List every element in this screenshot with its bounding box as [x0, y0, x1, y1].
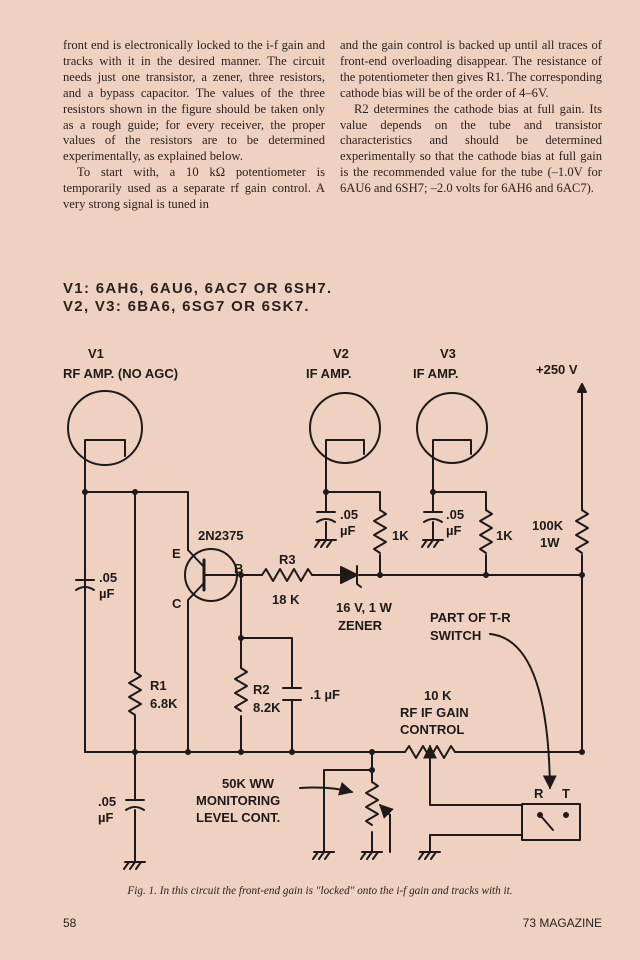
label-monitor-1: 50K WW	[222, 776, 275, 791]
potentiometer-monitor	[365, 781, 379, 826]
wire-emitter-bus	[84, 491, 189, 551]
transistor-leads	[187, 549, 205, 753]
label-switch-r: R	[534, 786, 544, 801]
article-left-column: front end is electronically locked to th…	[63, 38, 325, 213]
label-v2-desc: IF AMP.	[306, 366, 352, 381]
label-transistor: 2N2375	[198, 528, 244, 543]
wire-monitor-ground	[323, 769, 373, 853]
resistor-v3-1k	[479, 509, 493, 554]
resistor-v2-1k	[373, 509, 387, 554]
label-v1-desc: RF AMP. (NO AGC)	[63, 366, 178, 381]
label-r-supply-value: 100K	[532, 518, 564, 533]
right-paragraph-1: and the gain control is backed up until …	[340, 38, 602, 100]
tube-v1-cathode	[84, 439, 126, 457]
right-paragraph-2: R2 determines the cathode bias at full g…	[340, 101, 602, 196]
zener-diode-bar	[356, 565, 362, 588]
article-right-column: and the gain control is backed up until …	[340, 38, 602, 197]
tube-note-v1: V1: 6AH6, 6AU6, 6AC7 OR 6SH7.	[63, 280, 333, 297]
wire-gain-to-switch	[429, 771, 523, 806]
label-c-left-unit: µF	[99, 586, 114, 601]
tube-v2-envelope	[309, 392, 381, 464]
zener-diode-body	[340, 566, 358, 584]
capacitor-v2	[316, 491, 336, 541]
tr-switch-arrow	[489, 633, 557, 790]
supply-arrow	[577, 383, 587, 393]
label-c-bottom-value: .05	[98, 794, 116, 809]
monitor-wiper	[379, 804, 394, 819]
magazine-name: 73 MAGAZINE	[522, 916, 602, 930]
monitor-arrow	[299, 781, 354, 796]
label-c-bottom-unit: µF	[98, 810, 113, 825]
label-tr-switch-1: PART OF T-R	[430, 610, 511, 625]
ground-c-bottom	[123, 849, 146, 870]
tube-v2-cathode	[325, 439, 365, 455]
label-r2-name: R2	[253, 682, 270, 697]
label-v3-name: V3	[440, 346, 456, 361]
label-c-bypass: .1 µF	[310, 687, 340, 702]
label-switch-t: T	[562, 786, 570, 801]
tube-v3-cathode	[432, 439, 472, 455]
label-pin-b: B	[234, 561, 243, 576]
tr-switch-box	[521, 803, 581, 841]
label-gain-value: 10 K	[424, 688, 452, 703]
capacitor-v3	[423, 491, 443, 541]
label-c-left-value: .05	[99, 570, 117, 585]
label-r1-name: R1	[150, 678, 167, 693]
circuit-schematic: V1 RF AMP. (NO AGC) V2 IF AMP. V3 IF AMP…	[63, 346, 589, 870]
label-v2-name: V2	[333, 346, 349, 361]
label-gain-2: CONTROL	[400, 722, 464, 737]
ground-switch	[418, 834, 441, 860]
label-r3-name: R3	[279, 552, 296, 567]
ground-v3	[421, 539, 444, 548]
label-pin-e: E	[172, 546, 181, 561]
capacitor-c-bottom	[125, 751, 145, 851]
label-r1-value: 6.8K	[150, 696, 178, 711]
left-paragraph-1: front end is electronically locked to th…	[63, 38, 325, 164]
label-supply: +250 V	[536, 362, 578, 377]
label-r-v2: 1K	[392, 528, 409, 543]
label-c-v3-unit: µF	[446, 523, 461, 538]
label-zener-value: 16 V, 1 W	[336, 600, 393, 615]
resistor-r3	[261, 568, 313, 582]
wire-r2-bypass	[240, 574, 293, 753]
label-c-v3-value: .05	[446, 507, 464, 522]
capacitor-c-left	[75, 579, 95, 591]
tube-v3-envelope	[416, 392, 488, 464]
page-number: 58	[63, 916, 77, 930]
ground-monitor-pot	[360, 851, 383, 860]
resistor-supply-100k	[575, 509, 589, 554]
label-zener: ZENER	[338, 618, 383, 633]
label-tr-switch-2: SWITCH	[430, 628, 481, 643]
wire-v3-cathode	[432, 453, 487, 576]
label-r2-value: 8.2K	[253, 700, 281, 715]
label-v1-name: V1	[88, 346, 104, 361]
label-v3-desc: IF AMP.	[413, 366, 459, 381]
label-gain-1: RF IF GAIN	[400, 705, 469, 720]
tr-switch-blade	[539, 814, 554, 831]
capacitor-bypass	[282, 687, 302, 701]
label-monitor-3: LEVEL CONT.	[196, 810, 280, 825]
left-paragraph-2: To start with, a 10 kΩ potentiometer is …	[63, 165, 325, 212]
figure-caption: Fig. 1. In this circuit the front-end ga…	[127, 885, 513, 897]
wire-v2-cathode	[325, 453, 381, 576]
resistor-r1	[128, 671, 142, 716]
resistor-r2	[234, 667, 248, 712]
ground-v2	[314, 539, 337, 548]
label-r-supply-power: 1W	[540, 535, 560, 550]
label-pin-c: C	[172, 596, 182, 611]
label-c-v2-unit: µF	[340, 523, 355, 538]
label-r-v3: 1K	[496, 528, 513, 543]
tube-v1-envelope	[67, 390, 143, 466]
label-r3-value: 18 K	[272, 592, 300, 607]
ground-monitor	[312, 851, 335, 860]
label-monitor-2: MONITORING	[196, 793, 280, 808]
label-c-v2-value: .05	[340, 507, 358, 522]
tube-note-v2-v3: V2, V3: 6BA6, 6SG7 OR 6SK7.	[63, 298, 310, 315]
